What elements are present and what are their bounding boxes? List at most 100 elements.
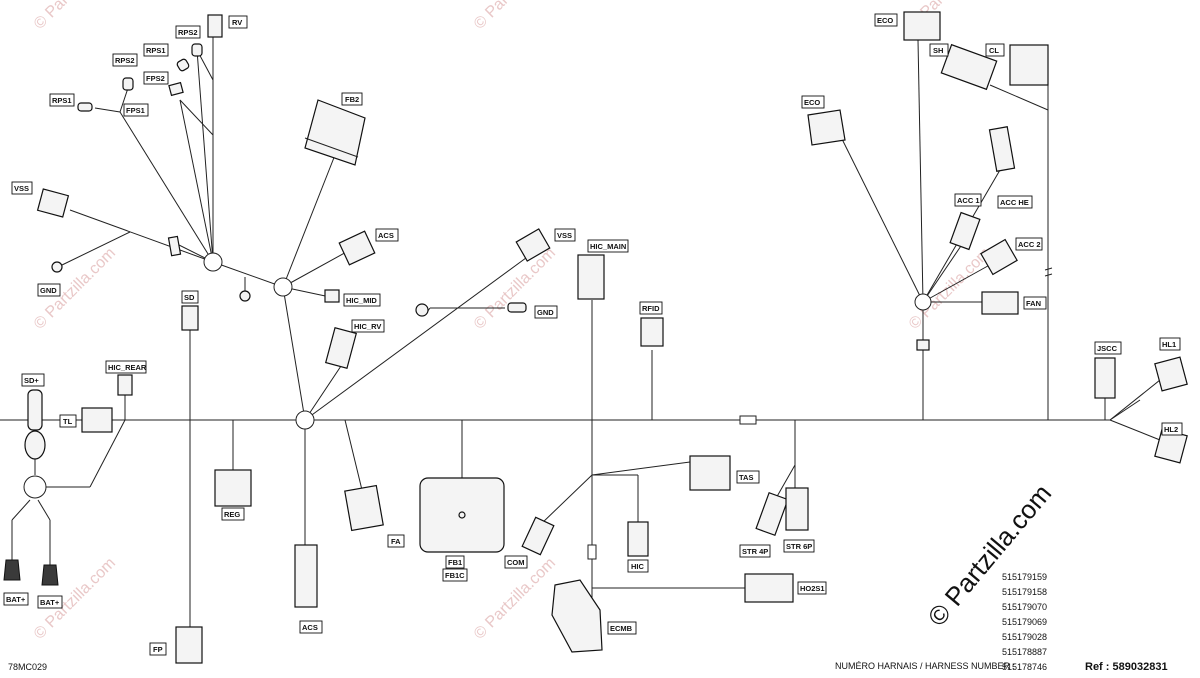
hic-mid-connector [324, 289, 340, 303]
harness-number-list: 515179159 515179158 515179070 515179069 … [1002, 572, 1047, 672]
label-gnd-mid-text: GND [537, 308, 554, 317]
inline-diode [916, 339, 930, 351]
label-hic-main-text: HIC_MAIN [590, 242, 626, 251]
label-com-text: COM [507, 558, 525, 567]
label-cl-text: CL [989, 46, 999, 55]
label-acc-1-text: ACC 1 [957, 196, 980, 205]
inline-terminal [167, 235, 182, 257]
label-hl1: HL1 [1159, 337, 1181, 351]
watermark-1: © Partzilla.com [31, 0, 119, 33]
label-fb1c: FB1C [442, 568, 468, 582]
harness-number: 515178746 [1002, 662, 1047, 672]
label-bat-plus-2-text: BAT+ [40, 598, 60, 607]
label-eco-top: ECO [874, 13, 898, 27]
harness-caption: NUMÉRO HARNAIS / HARNESS NUMBER : [835, 661, 1015, 671]
watermarks: © Partzilla.com © Partzilla.com © Partzi… [31, 0, 994, 643]
junction-hub-right [914, 293, 932, 311]
label-rps1-left: RPS1 [49, 93, 75, 107]
tl-connector [81, 407, 113, 433]
reference-number: Ref : 589032831 [1085, 661, 1168, 673]
label-bat-plus-1: BAT+ [3, 592, 29, 606]
fb1-center-mark [458, 511, 466, 519]
fp-connector [175, 626, 203, 664]
label-vss-mid-text: VSS [557, 231, 572, 240]
label-rps2-left: RPS2 [112, 53, 138, 67]
label-acc-he: ACC HE [997, 195, 1033, 209]
label-eco-left-text: ECO [804, 98, 820, 107]
label-vss-mid: VSS [554, 228, 576, 242]
label-tl-text: TL [63, 417, 73, 426]
label-ecmb: ECMB [607, 621, 637, 635]
sh-connector [940, 43, 998, 91]
sd-plus-fuse-holder [27, 389, 43, 431]
label-sd-text: SD [184, 293, 195, 302]
vss-mid-connector [515, 228, 551, 262]
gnd-mid-ring-terminal [415, 303, 429, 317]
acs-top-connector [338, 230, 376, 266]
hic-rv-connector [324, 327, 358, 369]
label-sd-plus-text: SD+ [24, 376, 39, 385]
label-fb2: FB2 [341, 92, 363, 106]
watermark-6: © Partzilla.com [906, 245, 994, 333]
label-hic-rv: HIC_RV [351, 319, 385, 333]
label-rps1-top-text: RPS1 [146, 46, 166, 55]
label-sd-plus: SD+ [21, 373, 45, 387]
label-gnd-left-text: GND [40, 286, 57, 295]
hic-main-connector [577, 254, 605, 300]
gnd-mid-terminal [507, 302, 527, 313]
connector-labels: RV RPS2 RPS1 FPS2 RPS2 RPS1 FPS1 FB2 VSS… [3, 13, 1183, 656]
diagram-id: 78MC029 [8, 662, 47, 672]
label-reg-text: REG [224, 510, 240, 519]
sd-connector [181, 305, 199, 331]
label-gnd-left: GND [37, 283, 61, 297]
label-eco-top-text: ECO [877, 16, 893, 25]
fb2-connector [304, 99, 366, 166]
harness-number: 515179159 [1002, 572, 1047, 582]
harness-number: 515178887 [1002, 647, 1047, 657]
ho2s1-connector [744, 573, 794, 603]
label-rps1-top: RPS1 [143, 43, 169, 57]
reg-connector [214, 469, 252, 507]
label-acc-1: ACC 1 [954, 193, 982, 207]
label-str-6p-text: STR 6P [786, 542, 812, 551]
label-rfid-text: RFID [642, 304, 660, 313]
label-fb1-text: FB1 [448, 558, 462, 567]
label-acs-top-text: ACS [378, 231, 394, 240]
label-str-6p: STR 6P [783, 539, 815, 553]
label-eco-left: ECO [801, 95, 825, 109]
hic-rear-connector [117, 374, 133, 396]
cl-connector [1009, 44, 1049, 86]
label-fps1-text: FPS1 [126, 106, 145, 115]
label-rps2-left-text: RPS2 [115, 56, 135, 65]
rv-connector [207, 14, 223, 38]
label-rps2-top: RPS2 [175, 25, 201, 39]
label-fp: FP [149, 642, 167, 656]
harness-number: 515179069 [1002, 617, 1047, 627]
label-rv-text: RV [232, 18, 242, 27]
bat-plus-2-terminal [41, 564, 59, 586]
hl1-connector [1154, 356, 1188, 392]
junction-hub-trunk [295, 410, 315, 430]
label-acc-2-text: ACC 2 [1018, 240, 1041, 249]
fan-connector [981, 291, 1019, 315]
junction-hubs [23, 252, 932, 499]
label-fps2-text: FPS2 [146, 74, 165, 83]
label-tas: TAS [736, 470, 760, 484]
label-fps2: FPS2 [143, 71, 169, 85]
label-hic-mid-text: HIC_MID [346, 296, 377, 305]
label-rfid: RFID [639, 301, 663, 315]
rfid-connector [640, 317, 664, 347]
jscc-connector [1094, 357, 1116, 399]
acc-he-connector [988, 126, 1016, 172]
label-vss-left-text: VSS [14, 184, 29, 193]
label-com: COM [504, 555, 528, 569]
label-bat-plus-2: BAT+ [37, 595, 63, 609]
acc-2-connector [980, 238, 1018, 276]
label-rps1-left-text: RPS1 [52, 96, 72, 105]
label-fb1c-text: FB1C [445, 571, 465, 580]
vss-left-connector [36, 188, 70, 218]
label-cl: CL [985, 43, 1005, 57]
label-hic: HIC [627, 559, 649, 573]
str-4p-connector [755, 491, 789, 537]
